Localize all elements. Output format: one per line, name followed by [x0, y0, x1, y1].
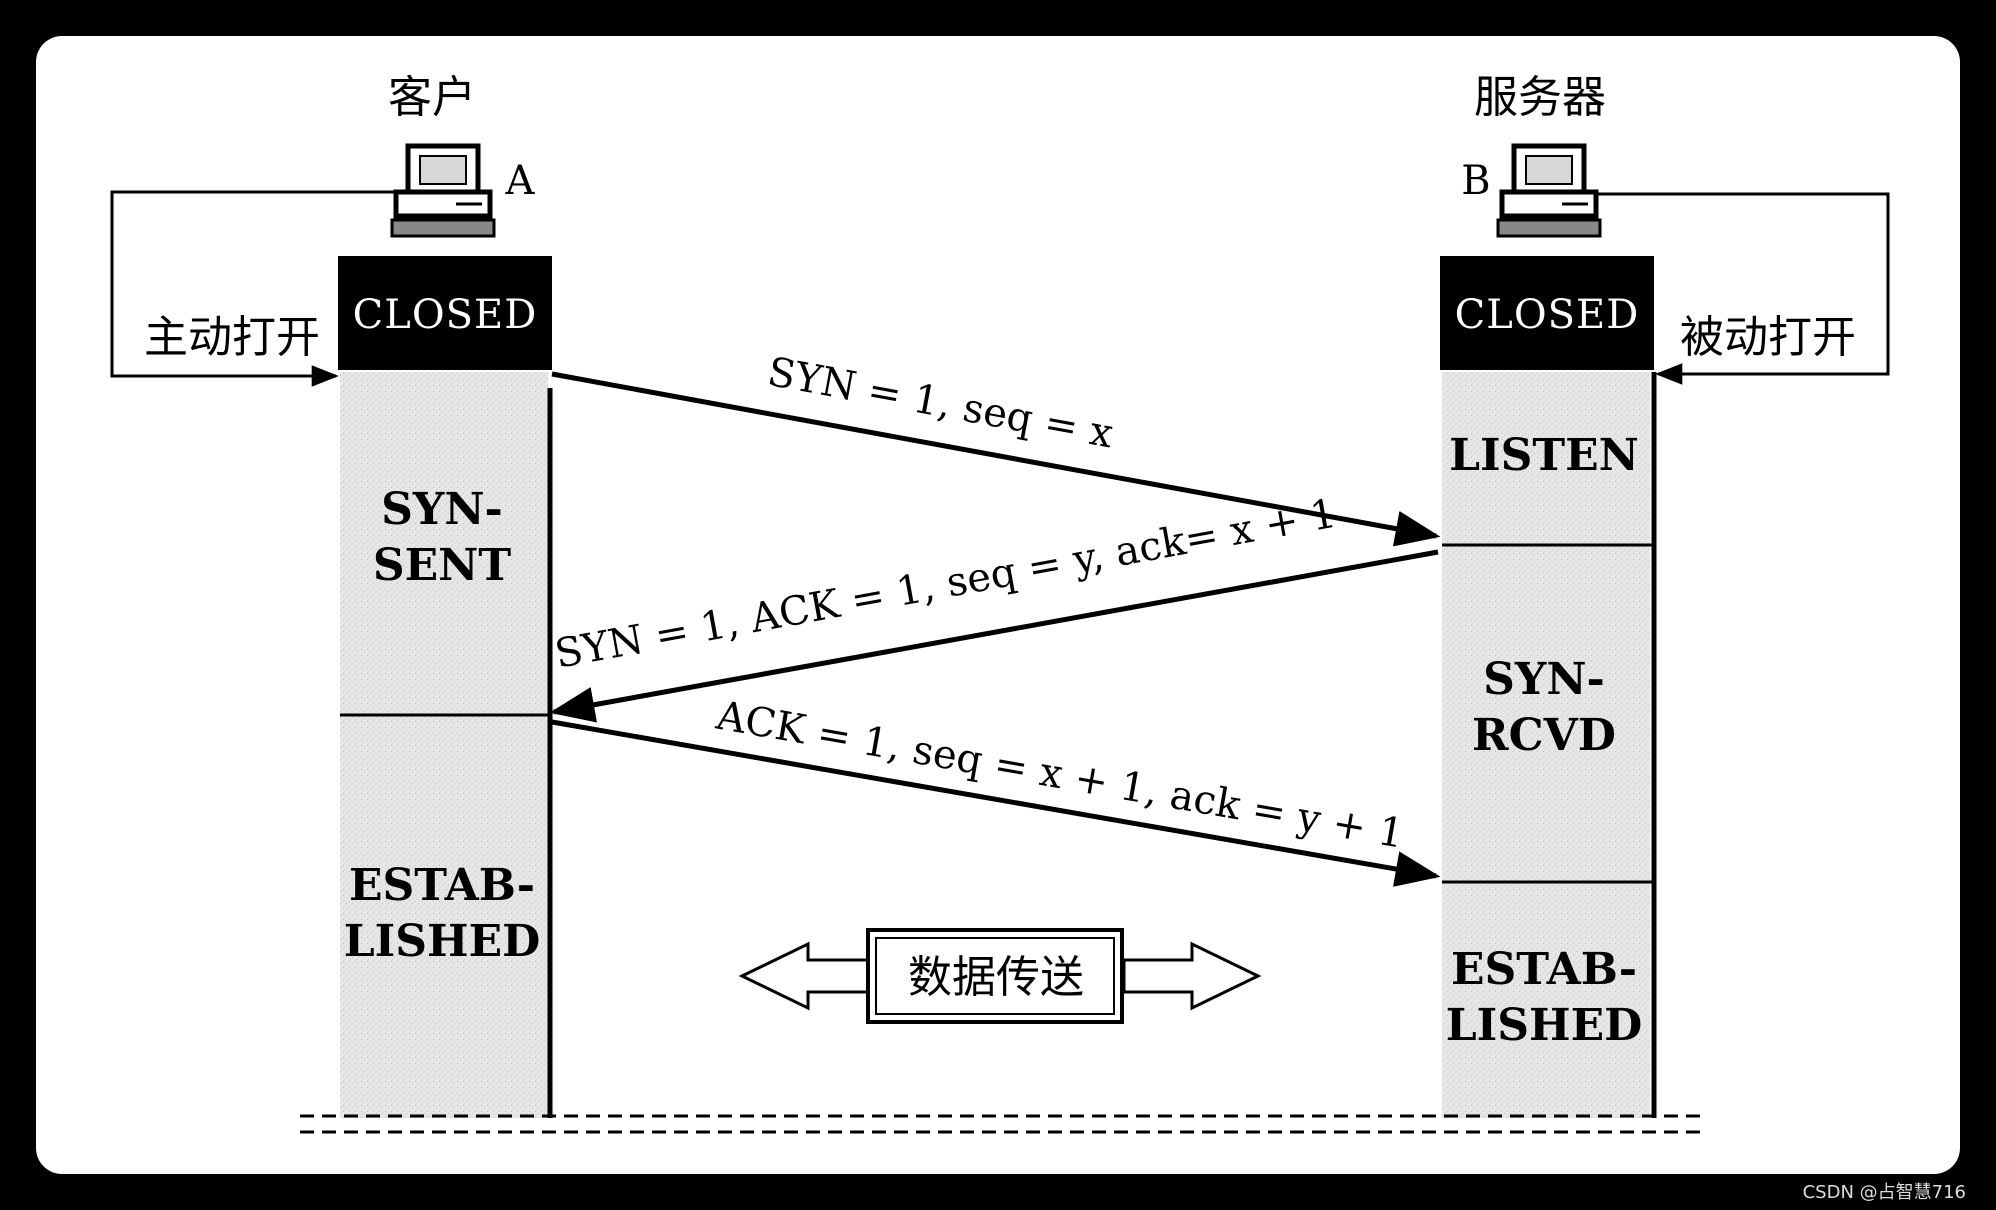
- server-closed-box: [1440, 256, 1654, 370]
- data-transfer-double-arrow: [738, 941, 1262, 1011]
- client-state-synsent-2: SENT: [373, 540, 512, 591]
- client-closed-box: [338, 256, 552, 370]
- server-established-region: [1442, 882, 1650, 1118]
- server-passive-open-arrow: [1598, 192, 1890, 385]
- server-state-established-1: ESTAB-: [1451, 944, 1637, 995]
- data-transfer-box-inner: [875, 937, 1115, 1015]
- server-passive-open-label: 被动打开: [1680, 312, 1856, 363]
- server-title: 服务器: [1474, 72, 1606, 123]
- server-state-synrcvd-1: SYN-: [1483, 654, 1605, 705]
- client-title: 客户: [388, 72, 476, 123]
- server-synrcvd-region: [1442, 544, 1650, 882]
- client-synsent-region: [340, 372, 548, 714]
- client-active-open-label: 主动打开: [144, 312, 320, 363]
- message-arrow-syn: [551, 371, 1441, 547]
- client-label-a: A: [505, 158, 536, 204]
- client-computer-icon: [390, 143, 496, 238]
- server-state-listen: LISTEN: [1449, 430, 1639, 481]
- client-state-established-2: LISHED: [344, 916, 541, 967]
- server-state-synrcvd-2: RCVD: [1472, 710, 1616, 761]
- server-state-closed: CLOSED: [1455, 292, 1640, 338]
- server-listen-region: [1442, 372, 1650, 544]
- data-transfer-label: 数据传送: [908, 952, 1084, 1003]
- message-arrow-synack: [549, 549, 1439, 723]
- watermark-text: CSDN @占智慧716: [1803, 1182, 1966, 1203]
- server-state-established-2: LISHED: [1446, 1000, 1643, 1051]
- message-arrow-ack: [551, 719, 1441, 887]
- server-computer-icon: [1496, 143, 1602, 238]
- server-label-b: B: [1461, 158, 1490, 204]
- client-active-open-arrow: [110, 190, 394, 387]
- client-state-closed: CLOSED: [353, 292, 538, 338]
- client-state-synsent-1: SYN-: [381, 484, 503, 535]
- client-state-established-1: ESTAB-: [349, 860, 535, 911]
- client-established-region: [340, 714, 548, 1118]
